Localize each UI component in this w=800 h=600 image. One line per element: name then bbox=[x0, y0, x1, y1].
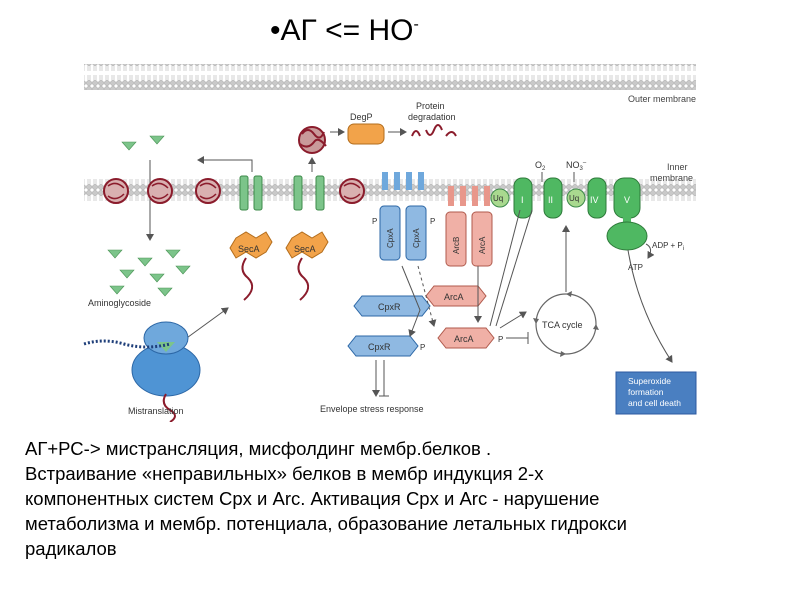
tca-cycle bbox=[533, 291, 599, 357]
ribosome bbox=[83, 321, 201, 397]
arca-label-1: ArcA bbox=[444, 292, 464, 302]
atp-label: ATP bbox=[628, 263, 643, 272]
cpxa-phospho-1: P bbox=[372, 217, 377, 226]
degp-label: DegP bbox=[350, 112, 373, 122]
cpxr-1 bbox=[353, 295, 431, 317]
arca-membrane-label: ArcA bbox=[478, 236, 487, 254]
outer-membrane-label: Outer membrane bbox=[628, 94, 696, 104]
superoxide-box bbox=[615, 371, 697, 415]
protein-degradation-label-1: Protein bbox=[416, 101, 445, 111]
complex-iv bbox=[587, 177, 607, 219]
superoxide-label-1: Superoxide bbox=[628, 376, 671, 386]
sec-translocons bbox=[239, 175, 325, 211]
cpxa-label-1: CpxA bbox=[386, 228, 395, 248]
cpxa-label-2: CpxA bbox=[412, 228, 421, 248]
caption-line-3: компонентных систем Cpx и Arc. Активация… bbox=[25, 488, 600, 509]
title-text: •АГ <= НО bbox=[270, 14, 414, 47]
caption-line-4: метаболизма и мембр. потенциала, образов… bbox=[25, 513, 627, 534]
no3-label: NO3– bbox=[566, 160, 587, 172]
seca-label-2: SecA bbox=[294, 244, 316, 254]
caption-line-1: АГ+РС-> мистрансляция, мисфолдинг мембр.… bbox=[25, 438, 492, 459]
slide-title: •АГ <= НО- bbox=[270, 14, 419, 48]
o2-label: O2 bbox=[535, 160, 546, 172]
cpxr-phospho: P bbox=[420, 343, 425, 352]
cpxr-label-2: CpxR bbox=[368, 342, 391, 352]
cpxa-kinase bbox=[379, 172, 427, 261]
caption-line-2: Встраивание «неправильных» белков в мемб… bbox=[25, 463, 544, 484]
complex-v-atp-synthase bbox=[606, 177, 648, 251]
superoxide-label-3: and cell death bbox=[628, 398, 681, 408]
inner-membrane-label-2: membrane bbox=[650, 173, 693, 183]
caption: АГ+РС-> мистрансляция, мисфолдинг мембр.… bbox=[25, 436, 785, 561]
uq-label-2: Uq bbox=[569, 194, 579, 203]
arca-label-2: ArcA bbox=[454, 334, 474, 344]
adp-label: ADP + Pi bbox=[652, 241, 684, 252]
arca-2 bbox=[437, 327, 495, 349]
seca-1 bbox=[229, 231, 273, 301]
degp-protease bbox=[347, 123, 385, 145]
mistranslation-label: Mistranslation bbox=[128, 406, 184, 416]
outer-membrane bbox=[84, 64, 696, 90]
arcb-label: ArcB bbox=[452, 237, 461, 254]
aminoglycoside-molecules bbox=[107, 135, 191, 297]
seca-label-1: SecA bbox=[238, 244, 260, 254]
seca-2 bbox=[285, 231, 329, 301]
complex-ii bbox=[543, 177, 563, 219]
arcb-kinase bbox=[445, 186, 493, 267]
uq-1 bbox=[490, 188, 510, 208]
caption-line-5: радикалов bbox=[25, 538, 117, 559]
aminoglycoside-label: Aminoglycoside bbox=[88, 298, 151, 308]
title-superscript: - bbox=[413, 16, 419, 33]
superoxide-label-2: formation bbox=[628, 387, 664, 397]
protein-degradation-label-2: degradation bbox=[408, 112, 456, 122]
complex-v-label: V bbox=[624, 195, 630, 205]
tca-cycle-label: TCA cycle bbox=[542, 320, 583, 330]
uq-label-1: Uq bbox=[493, 194, 503, 203]
complex-iv-label: IV bbox=[590, 195, 599, 205]
cpxa-phospho-2: P bbox=[430, 217, 435, 226]
complex-ii-label: II bbox=[548, 195, 553, 205]
misfolded-protein-top bbox=[298, 126, 327, 154]
inner-membrane-label-1: Inner bbox=[667, 162, 688, 172]
degradation-fragments bbox=[411, 124, 457, 137]
complex-i-label: I bbox=[521, 195, 524, 205]
arca-phospho: P bbox=[498, 335, 503, 344]
mechanism-diagram: Outer membrane Inner membrane DegP Prote… bbox=[83, 64, 697, 422]
envelope-stress-label: Envelope stress response bbox=[320, 404, 424, 414]
cpxr-label-1: CpxR bbox=[378, 302, 401, 312]
complex-i bbox=[513, 177, 533, 219]
uq-2 bbox=[566, 188, 586, 208]
